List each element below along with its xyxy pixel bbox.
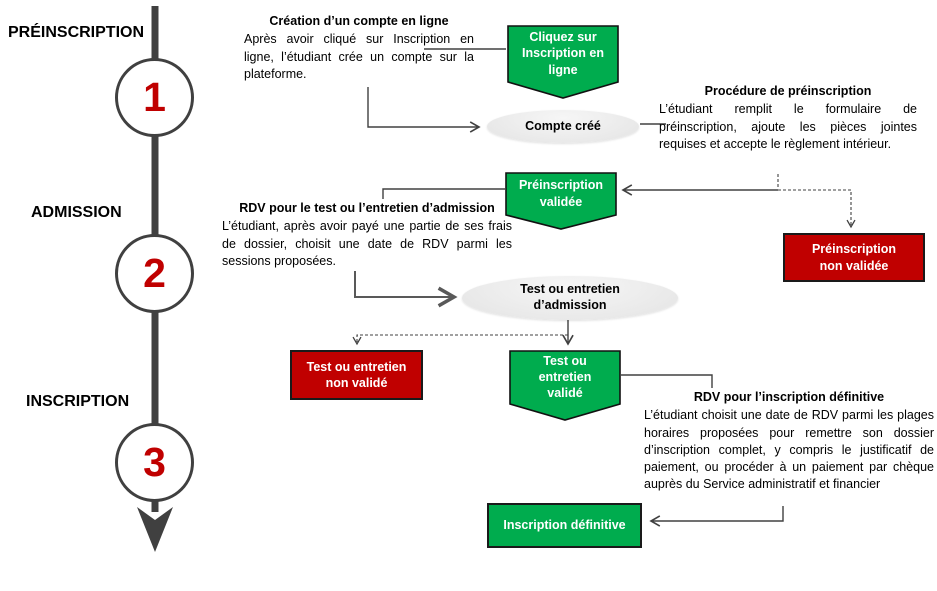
node-test-entretien-admission-label: Test ou entretien d’admission [520, 282, 620, 312]
phase-label-admission: ADMISSION [31, 204, 122, 221]
node-inscription-definitive-label: Inscription définitive [503, 518, 626, 533]
dashed-arrow-to-preinscription-non-validee [778, 189, 856, 229]
node-preinscription-validee: Préinscription validée [505, 172, 617, 231]
node-preinscription-non-validee-label: Préinscription non validée [811, 242, 897, 273]
step-number-3: 3 [143, 439, 166, 485]
phase-label-preinscription: PRÉINSCRIPTION [8, 24, 145, 41]
arrow-note3-to-test-entretien [354, 271, 458, 308]
node-preinscription-validee-label: Préinscription validée [518, 178, 604, 209]
pentagon-shape [507, 25, 619, 99]
node-compte-cree: Compte créé [487, 110, 639, 143]
timeline-arrowhead-icon [137, 507, 173, 552]
node-cliquez-inscription: Cliquez sur Inscription en ligne [507, 25, 619, 100]
dashed-arrow-to-test-non-valide [352, 334, 568, 346]
arrow-note4-to-inscription-definitive [649, 506, 784, 527]
node-test-valide: Test ou entretien validé [509, 350, 621, 422]
note-procedure-preinscription-title: Procédure de préinscription [704, 84, 872, 98]
node-inscription-definitive: Inscription définitive [487, 503, 642, 548]
phase-label-inscription: INSCRIPTION [26, 393, 130, 410]
node-compte-cree-label: Compte créé [525, 118, 601, 133]
step-number-2: 2 [143, 250, 166, 296]
note-procedure-preinscription: Procédure de préinscription L’étudiant r… [659, 83, 917, 153]
note-rdv-admission-body: L’étudiant, après avoir payé une partie … [222, 219, 512, 268]
note-creation-compte-title: Création d’un compte en ligne [269, 14, 449, 28]
note-rdv-admission: RDV pour le test ou l’entretien d’admiss… [222, 200, 512, 270]
node-test-non-valide-label: Test ou entretien non validé [306, 359, 407, 390]
connector-validee-to-note3 [382, 188, 505, 199]
note-creation-compte-body: Après avoir cliqué sur Inscription en li… [244, 32, 474, 81]
node-test-valide-label: Test ou entretien validé [538, 353, 592, 401]
note-creation-compte: Création d’un compte en ligne Après avoi… [244, 13, 474, 83]
timeline-circle-2: 2 [115, 234, 194, 313]
note-procedure-preinscription-body: L’étudiant remplit le formulaire de préi… [659, 102, 917, 151]
node-test-non-valide: Test ou entretien non validé [290, 350, 423, 400]
node-preinscription-non-validee: Préinscription non validée [783, 233, 925, 282]
note-rdv-inscription: RDV pour l’inscription définitive L’étud… [644, 389, 934, 494]
note-rdv-inscription-title: RDV pour l’inscription définitive [693, 390, 885, 404]
arrow-note1-to-compte-cree [367, 87, 481, 133]
node-test-entretien-admission: Test ou entretien d’admission [462, 276, 678, 320]
step-number-1: 1 [143, 74, 166, 120]
connector-test-valide-to-note4 [621, 374, 713, 388]
timeline-circle-3: 3 [115, 423, 194, 502]
pentagon-shape [505, 172, 617, 230]
note-rdv-admission-title: RDV pour le test ou l’entretien d’admiss… [239, 201, 495, 215]
pentagon-shape [509, 350, 621, 421]
node-cliquez-inscription-label: Cliquez sur Inscription en ligne [522, 30, 604, 77]
note-rdv-inscription-body: L’étudiant choisit une date de RDV parmi… [644, 408, 934, 492]
timeline-circle-1: 1 [115, 58, 194, 137]
